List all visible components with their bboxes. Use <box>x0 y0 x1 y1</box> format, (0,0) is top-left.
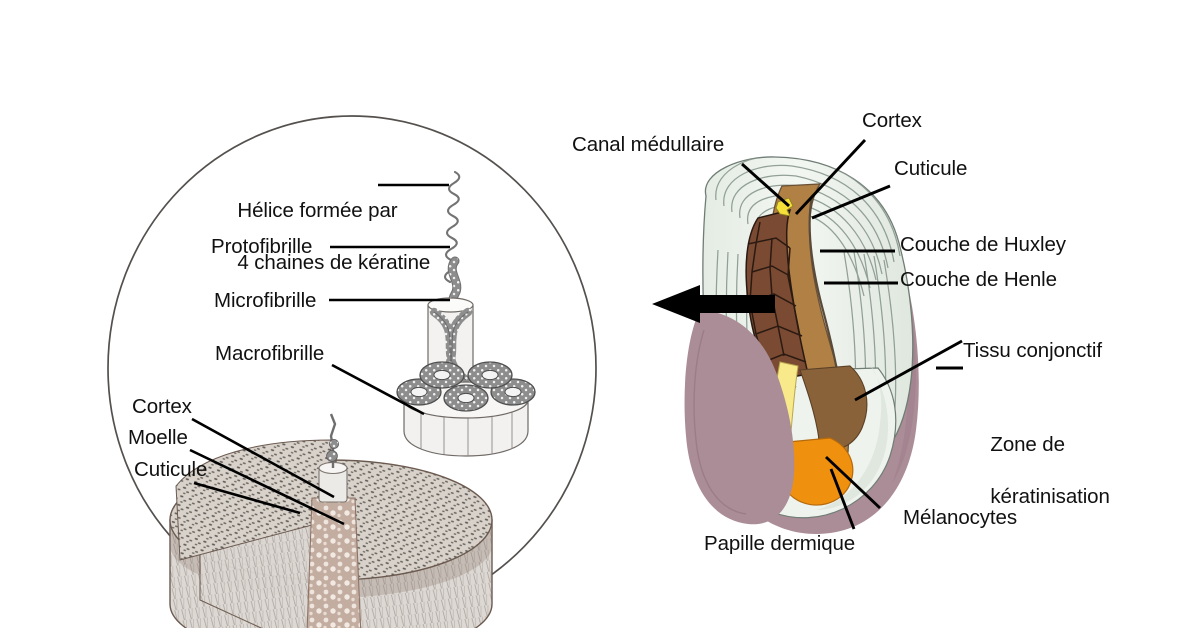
label-helice-line1: Hélice formée par <box>237 199 398 222</box>
label-cuticule-right: Cuticule <box>894 157 968 180</box>
label-moelle: Moelle <box>128 426 188 449</box>
leader-papille-dermique <box>829 468 856 530</box>
left-leader-lines <box>189 183 450 526</box>
magnification-arrow <box>652 285 775 323</box>
label-papille-dermique: Papille dermique <box>704 532 856 555</box>
medullary-canal-marker <box>775 197 794 217</box>
label-tissu-conjonctif: Tissu conjonctif <box>963 339 1102 362</box>
leader-moelle <box>189 448 345 526</box>
label-macrofibrille: Macrofibrille <box>215 342 325 365</box>
macrofibril-bundle <box>396 361 536 457</box>
hair-follicle-artwork <box>652 156 919 534</box>
label-canal-medullaire: Canal médullaire <box>572 133 725 156</box>
cortex-keratinized-block <box>745 208 809 381</box>
label-cuticule-left: Cuticule <box>134 458 208 481</box>
hair-shaft-cross-section <box>169 413 493 628</box>
label-melanocytes: Mélanocytes <box>903 506 1017 529</box>
leader-cortex-right <box>794 139 867 215</box>
right-leader-lines <box>741 139 963 530</box>
label-microfibrille: Microfibrille <box>214 289 317 312</box>
label-helice-line2: 4 chaines de kératine <box>237 251 431 274</box>
label-helice-keratine: Hélice formée par 4 chaines de kératine <box>215 172 430 302</box>
leader-cuticule <box>193 481 301 515</box>
dermal-papilla <box>684 310 795 525</box>
keratin-hierarchy-illustration <box>396 170 536 457</box>
leader-zone-keratinisation <box>854 339 963 402</box>
label-cortex-right: Cortex <box>862 109 922 132</box>
leader-canal-medullaire <box>741 162 790 208</box>
label-couche-huxley: Couche de Huxley <box>900 233 1066 256</box>
leader-macrofibrille <box>331 363 425 416</box>
label-zone-keratinisation-line2: kératinisation <box>990 485 1110 508</box>
leader-melanocytes <box>825 455 881 510</box>
label-zone-keratinisation-line1: Zone de <box>990 433 1065 456</box>
macrofibril-rings <box>396 361 536 412</box>
leader-cortex <box>191 417 335 499</box>
label-couche-henle: Couche de Henle <box>900 268 1057 291</box>
label-zone-keratinisation: Zone de kératinisation <box>968 406 1110 536</box>
label-cortex-left: Cortex <box>132 395 192 418</box>
leader-cuticule-right <box>811 184 891 220</box>
label-protofibrille: Protofibrille <box>211 235 313 258</box>
